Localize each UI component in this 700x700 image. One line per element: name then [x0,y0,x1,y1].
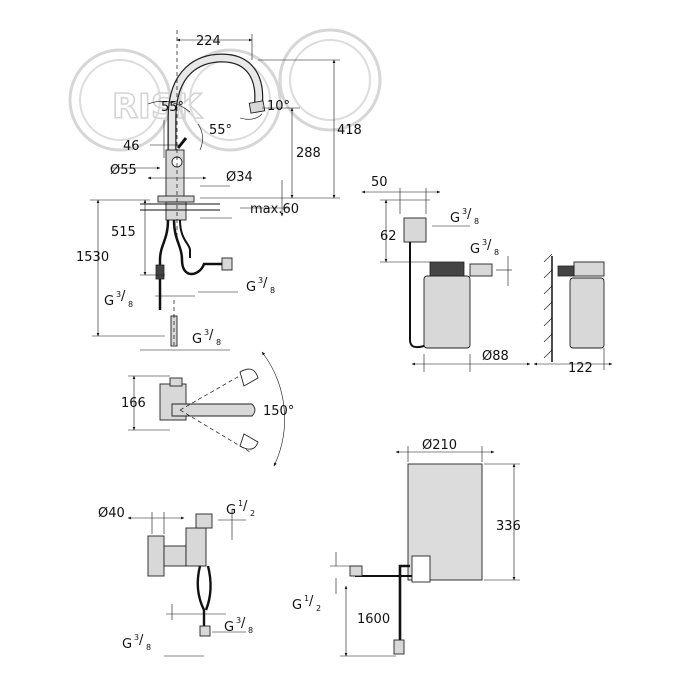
svg-text:/: / [309,594,314,609]
dim-base-dia: Ø55 [110,163,137,178]
svg-text:3: 3 [482,238,487,247]
svg-text:/: / [209,328,214,343]
conn-valve-bottom-right: G 3 / 8 [224,616,253,635]
dim-angle-top: 55° [161,100,184,115]
dim-cable-length: 1600 [357,612,390,627]
svg-text:G: G [470,242,480,257]
conn-boiler: G 1 / 2 [292,594,321,613]
svg-text:G: G [122,637,132,652]
svg-text:3: 3 [236,616,241,625]
svg-text:1: 1 [304,594,309,603]
dim-filter-diameter: Ø88 [482,349,509,364]
filter-drawing [361,188,613,372]
svg-text:G: G [104,294,114,309]
conn-faucet-bottom: G 3 / 8 [192,328,221,347]
dim-hole-dia: Ø34 [226,170,253,185]
dim-wall-depth: 122 [568,361,593,376]
dim-boiler-height: 336 [496,519,521,534]
svg-text:8: 8 [270,286,275,295]
dim-lever-height: 46 [123,139,140,154]
dim-hose-length: 515 [111,225,136,240]
dim-angle-side: 55° [209,123,232,138]
dim-height-total: 418 [337,123,362,138]
conn-filter-mid: G 3 / 8 [470,238,499,257]
svg-text:3: 3 [258,276,263,285]
svg-text:/: / [121,289,126,304]
svg-text:/: / [467,207,472,222]
svg-text:/: / [139,633,144,648]
svg-text:2: 2 [316,604,321,613]
conn-filter-top: G 3 / 8 [450,207,479,226]
dim-height-spout: 288 [296,146,321,161]
dim-overall-length: 1530 [76,250,109,265]
dim-valve-diameter: Ø40 [98,506,125,521]
svg-text:1: 1 [238,499,243,508]
svg-text:8: 8 [216,338,221,347]
dim-angle-spout: 10° [267,99,290,114]
svg-text:/: / [263,276,268,291]
svg-text:3: 3 [204,328,209,337]
watermark-text: RISK [112,87,203,127]
svg-text:8: 8 [494,248,499,257]
svg-text:G: G [226,503,236,518]
svg-text:3: 3 [116,290,121,299]
svg-text:/: / [243,499,248,514]
svg-text:G: G [192,332,202,347]
svg-text:8: 8 [146,643,151,652]
dim-swivel-angle: 150° [263,404,294,419]
faucet-drawing [140,30,266,347]
dim-faucet-width: 224 [196,34,221,49]
watermark: RISK [68,28,382,152]
dim-filter-height: 62 [380,229,397,244]
dim-boiler-diameter: Ø210 [422,438,457,453]
conn-faucet-left: G 3 / 8 [104,289,133,309]
svg-text:G: G [246,280,256,295]
svg-text:G: G [292,598,302,613]
dim-swivel-depth: 166 [121,396,146,411]
svg-text:2: 2 [250,509,255,518]
valve-drawing [127,510,246,657]
svg-text:8: 8 [248,626,253,635]
dim-deck-max: max.60 [250,202,299,217]
conn-valve-bottom-left: G 3 / 8 [122,633,151,652]
svg-text:G: G [224,620,234,635]
svg-text:8: 8 [474,217,479,226]
svg-text:/: / [241,616,246,631]
svg-text:3: 3 [134,633,139,642]
svg-text:8: 8 [128,300,133,309]
swivel-drawing [128,351,285,467]
svg-text:3: 3 [462,207,467,216]
conn-valve-top: G 1 / 2 [226,499,255,518]
boiler-drawing [330,446,520,657]
faucet-dimensions [90,34,340,351]
svg-text:/: / [487,238,492,253]
dim-filter-width: 50 [371,175,388,190]
svg-text:G: G [450,211,460,226]
conn-faucet-right: G 3 / 8 [246,276,275,295]
